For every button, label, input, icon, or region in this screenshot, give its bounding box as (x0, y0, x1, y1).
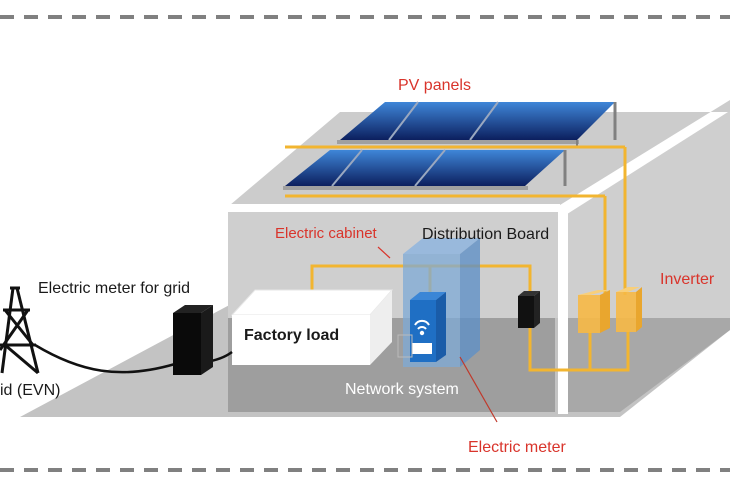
network-system-label: Network system (345, 381, 459, 398)
electric-cabinet-label: Electric cabinet (275, 225, 377, 242)
grid-cable (34, 343, 176, 374)
pv-panels-front-row (283, 149, 567, 190)
wire-distribution-bottom (528, 325, 630, 372)
pv-panels-back-row (337, 101, 617, 146)
router-box (412, 343, 432, 354)
distribution-board-meter (518, 291, 540, 328)
electric-meter-device (410, 292, 446, 362)
grid-evn-label: id (EVN) (0, 382, 61, 399)
inverter-2 (616, 287, 642, 332)
factory-load-box (230, 289, 394, 365)
inverter-1 (578, 290, 610, 333)
transmission-tower-icon (0, 286, 40, 375)
inverter-label: Inverter (660, 271, 715, 288)
electric-meter-for-grid-label: Electric meter for grid (38, 280, 191, 297)
building-side-floor (568, 318, 730, 412)
wifi-icon (414, 319, 430, 336)
distribution-board-label: Distribution Board (422, 226, 550, 243)
factory-load-label: Factory load (244, 327, 340, 344)
electric-meter-pointer (459, 356, 498, 423)
pv-panels-label: PV panels (398, 77, 471, 94)
network-outline (397, 334, 413, 358)
electric-meter-label: Electric meter (468, 439, 566, 456)
grid-electric-meter (173, 305, 213, 375)
electric-cabinet-pointer (377, 246, 391, 259)
side-wall-edge (563, 102, 730, 214)
